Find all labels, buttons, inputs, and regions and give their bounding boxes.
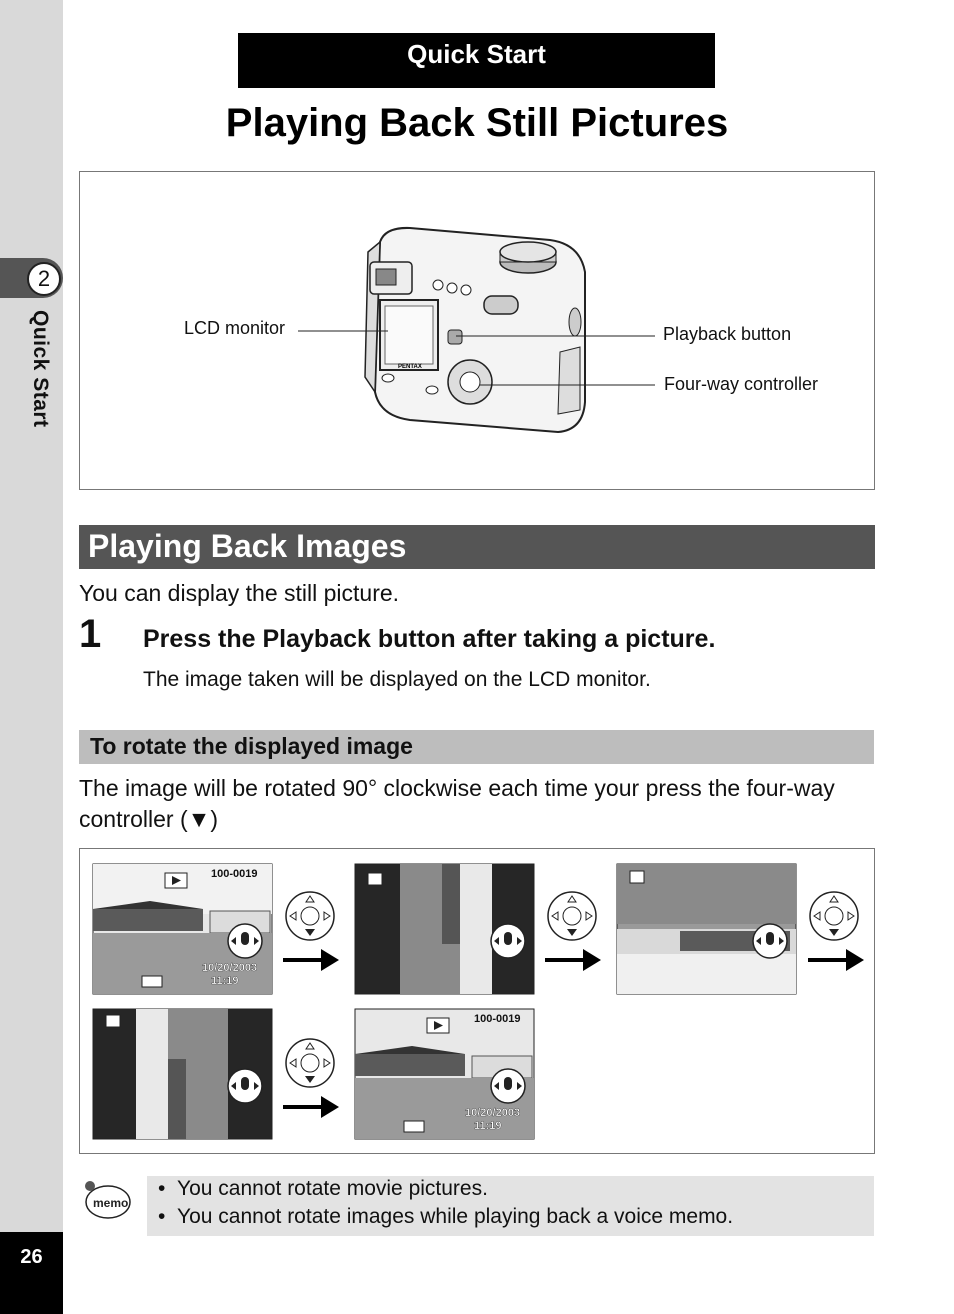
screen-rotated-90: [354, 863, 535, 995]
screen-normal: [92, 863, 273, 995]
page-title: Playing Back Still Pictures: [225, 101, 729, 145]
date-1: 10/20/2003: [202, 962, 258, 974]
screen-rotated-270: [92, 1008, 273, 1140]
chapter-side-tab: [0, 0, 63, 1314]
step-instruction: Press the Playback button after taking a…: [143, 625, 716, 653]
time-1: 11:19: [211, 975, 239, 987]
chapter-label: Quick Start: [29, 310, 52, 428]
memo-item: • You cannot rotate images while playing…: [158, 1205, 734, 1228]
page-number: 26: [20, 1246, 43, 1268]
camera-figure: PENTAX LCD monitor Playback button Four-…: [79, 171, 875, 490]
memo-item-text: You cannot rotate movie pictures.: [177, 1177, 488, 1200]
section-header-band: Quick Start: [238, 33, 715, 88]
rotation-sequence-figure: 100-0019 10/20/2003 11:19 100-0019 10/20…: [79, 848, 875, 1154]
memo-icon: memo: [85, 1181, 131, 1219]
rotate-description: The image will be rotated 90° clockwise …: [79, 775, 835, 832]
four-way-controller-label: Four-way controller: [664, 374, 819, 394]
memo-item-text: You cannot rotate images while playing b…: [177, 1205, 734, 1228]
memo-icon-label: memo: [93, 1196, 128, 1210]
screen-normal-return: [354, 1008, 535, 1140]
memo-box: [147, 1176, 874, 1236]
camera-illustration: PENTAX: [298, 226, 655, 434]
section-title-bar: Playing Back Images: [79, 525, 875, 569]
section-intro: You can display the still picture.: [79, 580, 400, 606]
page-number-box: [0, 1232, 63, 1314]
rotation-sequence-graphics: [92, 863, 866, 1140]
lcd-monitor-label: LCD monitor: [184, 318, 286, 338]
camera-brand-text: PENTAX: [398, 364, 422, 370]
step-number: 1: [79, 612, 102, 656]
rotate-subheading: To rotate the displayed image: [79, 730, 874, 764]
playback-button-label: Playback button: [663, 324, 792, 344]
file-number-5: 100-0019: [474, 1013, 521, 1025]
step-detail: The image taken will be displayed on the…: [143, 668, 651, 691]
screen-rotated-180: [616, 863, 797, 995]
chapter-number: 2: [27, 262, 61, 296]
memo-item: • You cannot rotate movie pictures.: [158, 1177, 488, 1200]
date-5: 10/20/2003: [465, 1107, 521, 1119]
time-5: 11:19: [474, 1120, 502, 1132]
file-number-1: 100-0019: [211, 868, 258, 880]
